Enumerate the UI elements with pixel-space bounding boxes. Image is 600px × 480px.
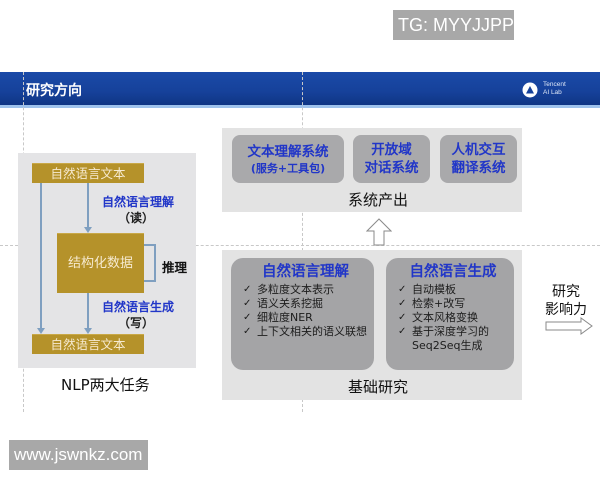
arrow-bypass-head <box>37 328 45 334</box>
system-box-text-understanding: 文本理解系统 (服务+工具包) <box>232 135 344 183</box>
list-item: ✓自动模板 <box>398 283 456 296</box>
impact-label: 研究 影响力 <box>540 283 592 319</box>
system-box-line1: 人机交互 <box>451 142 506 158</box>
arrow-understand-line <box>87 183 89 227</box>
logo-line1: Tencent <box>543 81 566 88</box>
system-box-line2: 翻译系统 <box>451 160 506 176</box>
list-item: ✓语义关系挖掘 <box>243 297 323 310</box>
system-box-open-dialog: 开放域 对话系统 <box>353 135 430 183</box>
list-item: ✓基于深度学习的Seq2Seq生成 <box>398 325 489 352</box>
structured-data-box: 结构化数据 <box>57 233 144 293</box>
output-text-box: 自然语言文本 <box>32 334 144 354</box>
check-icon: ✓ <box>243 284 252 295</box>
list-item: ✓多粒度文本表示 <box>243 283 334 296</box>
reasoning-label: 推理 <box>162 260 188 275</box>
nlg-research-list: ✓自动模板 ✓检索+改写 ✓文本风格变换 ✓基于深度学习的Seq2Seq生成 <box>398 283 508 353</box>
system-output-caption: 系统产出 <box>348 191 409 209</box>
understanding-label: 自然语言理解 <box>102 195 175 209</box>
logo-text: Tencent AI Lab <box>543 81 566 97</box>
impact-line2: 影响力 <box>545 302 587 318</box>
check-icon: ✓ <box>243 312 252 323</box>
tencent-ai-lab-logo-icon <box>522 82 538 98</box>
guide-line-center <box>302 72 303 412</box>
arrow-generate-line <box>87 293 89 328</box>
list-item: ✓文本风格变换 <box>398 311 478 324</box>
nlu-research-title: 自然语言理解 <box>262 264 349 280</box>
logo-line2: AI Lab <box>543 89 562 96</box>
check-icon: ✓ <box>243 326 252 337</box>
basic-research-caption: 基础研究 <box>348 378 409 396</box>
page-title: 研究方向 <box>26 83 82 99</box>
generation-sub: （写） <box>118 316 155 330</box>
nlu-research-list: ✓多粒度文本表示 ✓语义关系挖掘 ✓细粒度NER ✓上下文相关的语义联想 <box>243 283 368 339</box>
list-item: ✓检索+改写 <box>398 297 466 310</box>
guide-line-middle <box>0 245 600 246</box>
watermark-bottom: www.jswnkz.com <box>9 440 148 470</box>
check-icon: ✓ <box>398 326 407 337</box>
arrow-understand-head <box>84 227 92 233</box>
check-icon: ✓ <box>398 312 407 323</box>
system-box-line1: 文本理解系统 <box>247 143 329 160</box>
list-item: ✓上下文相关的语义联想 <box>243 325 367 338</box>
reasoning-loop <box>144 244 156 282</box>
check-icon: ✓ <box>398 298 407 309</box>
check-icon: ✓ <box>243 298 252 309</box>
arrow-generate-head <box>84 328 92 334</box>
nlg-research-title: 自然语言生成 <box>409 264 497 280</box>
system-box-line2: 对话系统 <box>364 160 419 176</box>
watermark-top: TG: MYYJJPP <box>393 10 514 40</box>
up-arrow-icon <box>366 218 392 246</box>
nlu-research-box: 自然语言理解 ✓多粒度文本表示 ✓语义关系挖掘 ✓细粒度NER ✓上下文相关的语… <box>231 258 374 370</box>
understanding-sub: （读） <box>118 211 155 225</box>
impact-line1: 研究 <box>552 284 580 300</box>
header-bar <box>0 72 600 108</box>
right-arrow-icon <box>545 317 593 335</box>
arrow-bypass-line <box>40 183 42 328</box>
check-icon: ✓ <box>398 284 407 295</box>
nlp-tasks-caption: NLP两大任务 <box>61 376 150 394</box>
generation-label: 自然语言生成 <box>102 300 175 314</box>
system-box-line2: (服务+工具包) <box>250 161 326 175</box>
system-box-line1: 开放域 <box>371 142 412 158</box>
system-box-translation: 人机交互 翻译系统 <box>440 135 517 183</box>
input-text-box: 自然语言文本 <box>32 163 144 183</box>
nlg-research-box: 自然语言生成 ✓自动模板 ✓检索+改写 ✓文本风格变换 ✓基于深度学习的Seq2… <box>386 258 514 370</box>
list-item: ✓细粒度NER <box>243 311 313 324</box>
